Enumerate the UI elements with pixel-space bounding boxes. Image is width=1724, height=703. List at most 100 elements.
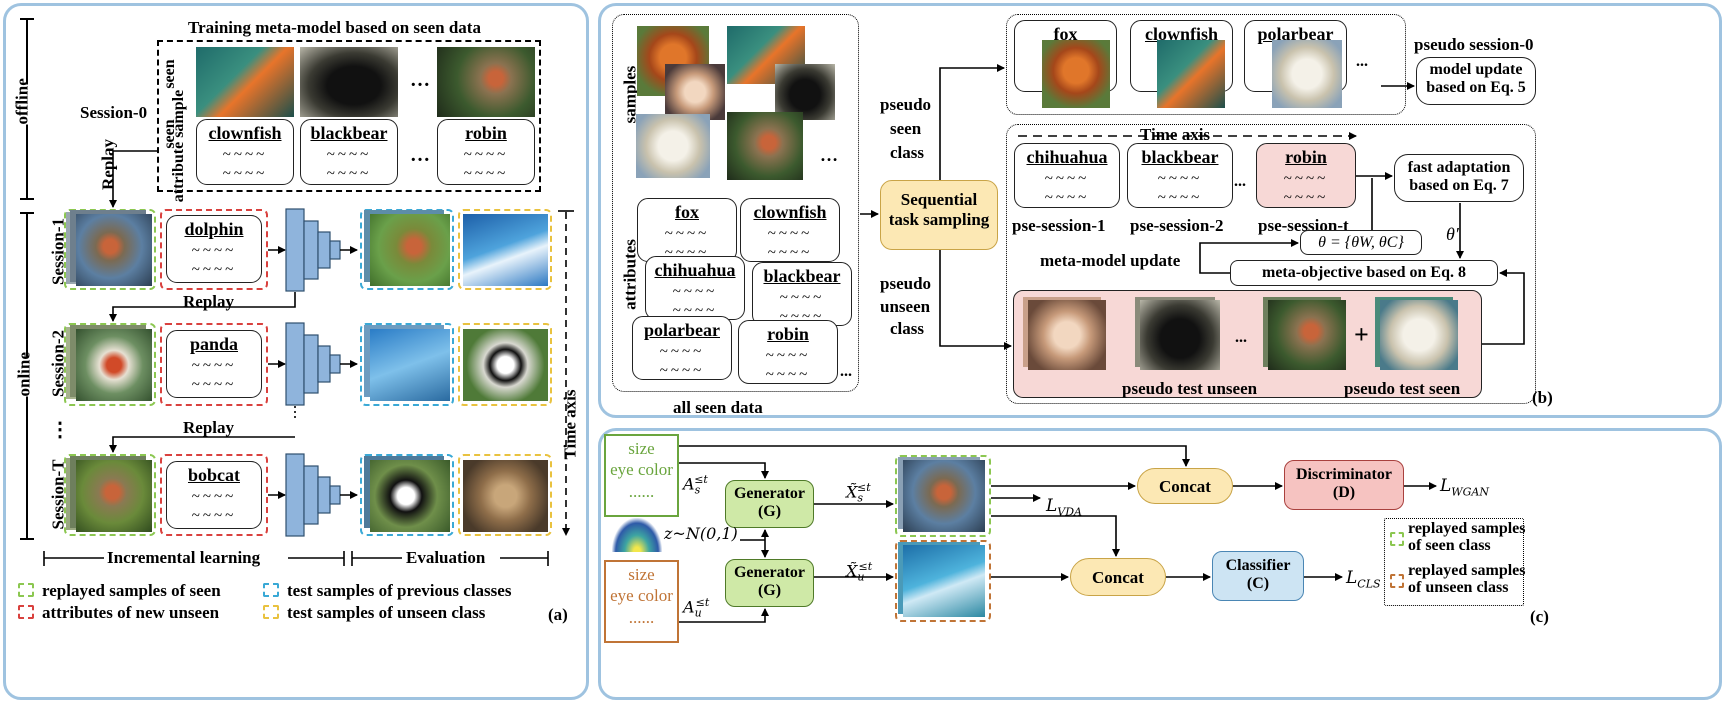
attributes-label: attributes bbox=[620, 239, 640, 310]
clownfish-image bbox=[196, 47, 294, 117]
attr-card-robin: robin ~~~~~~~~ bbox=[738, 320, 838, 384]
robin-image bbox=[437, 47, 535, 117]
legend-red-swatch bbox=[18, 605, 34, 619]
legend-c-region bbox=[1384, 518, 1524, 606]
theta-text: θ = {θW, θC} bbox=[1318, 234, 1404, 251]
attr-card-polarbear: polarbear ~~~~~~~~ bbox=[632, 316, 732, 380]
pse-card-robin: robin ~~~~~~~~ bbox=[1256, 143, 1356, 208]
chihuahua-image bbox=[665, 64, 725, 120]
pseudo-unseen-class-1: pseudo bbox=[880, 274, 932, 293]
classifier-box: Classifier (C) bbox=[1212, 551, 1304, 601]
robin-image bbox=[727, 112, 803, 180]
pseudo-seen-class-3: class bbox=[890, 143, 924, 162]
seen-attr-box: size eye color ...... bbox=[604, 434, 679, 517]
fox-image bbox=[1042, 40, 1110, 108]
seen-label-2: seen bbox=[161, 119, 178, 149]
l-cls-label: LCLS bbox=[1346, 568, 1381, 591]
legend-blue-swatch bbox=[263, 583, 279, 597]
replay-label-1: Replay bbox=[183, 292, 234, 311]
legend-blue-text: test samples of previous classes bbox=[287, 581, 512, 600]
new-unseen-attr-box bbox=[160, 323, 268, 406]
theta-prime-label: θ′ bbox=[1446, 224, 1459, 244]
model-update-box: model update based on Eq. 5 bbox=[1416, 57, 1536, 105]
legend-c-green-swatch bbox=[1390, 532, 1404, 546]
pseudo-seen-class-1: pseudo bbox=[880, 95, 932, 114]
evaluation-label: Evaluation bbox=[406, 548, 486, 567]
ellipsis: ... bbox=[1235, 329, 1247, 346]
new-unseen-attr-box bbox=[160, 454, 268, 536]
test-previous-box bbox=[360, 454, 454, 536]
legend-yellow-swatch bbox=[263, 605, 279, 619]
bracket-tick bbox=[20, 198, 34, 200]
pseudo-unseen-class-2: unseen bbox=[880, 297, 931, 316]
plus-sign: + bbox=[1354, 320, 1369, 349]
replay-label-0: Replay bbox=[98, 139, 118, 190]
time-axis-b: Time axis bbox=[1140, 125, 1211, 144]
blackbear-image bbox=[1140, 300, 1220, 370]
panel-c-tag: (c) bbox=[1530, 607, 1549, 626]
training-title: Training meta-model based on seen data bbox=[188, 18, 481, 37]
test-unseen-box bbox=[458, 209, 552, 290]
l-vda-label: LVDA bbox=[1046, 496, 1083, 519]
pse-card-chihuahua: chihuahua ~~~~~~~~ bbox=[1014, 143, 1120, 208]
pse-card-blackbear: blackbear ~~~~~~~~ bbox=[1127, 143, 1233, 208]
robin-stack-image bbox=[76, 460, 152, 532]
meta-model-update-label: meta-model update bbox=[1040, 251, 1181, 270]
generated-robin-image bbox=[903, 460, 985, 532]
attr-card-bobcat: bobcat ~~~~~~~~ bbox=[166, 461, 262, 529]
pseudo-seen-class-2: seen bbox=[890, 119, 922, 138]
test-panda-stack-image bbox=[370, 460, 450, 532]
noise-label: z~N(0,1) bbox=[664, 524, 738, 543]
polarbear-image bbox=[1272, 40, 1342, 108]
clownfish-image bbox=[1157, 40, 1225, 108]
generator-top: Generator (G) bbox=[725, 480, 814, 528]
a-s-label: As≤t bbox=[683, 473, 708, 497]
legend-c-green-text: replayed samples of seen class bbox=[1408, 520, 1526, 554]
attr-card-blackbear: blackbear ~~~~~~~~ bbox=[752, 262, 852, 326]
replayed-seen-box bbox=[64, 323, 156, 406]
ellipsis: ... bbox=[840, 363, 852, 380]
test-bobcat-image bbox=[463, 460, 548, 532]
x-u-label: X̃u≤t bbox=[846, 560, 873, 584]
bracket-tick bbox=[20, 212, 34, 214]
chihuahua-image bbox=[1028, 300, 1106, 370]
session0-region bbox=[157, 40, 541, 192]
blackbear-image bbox=[775, 64, 835, 120]
attr-card-clownfish: clownfish ~~~~~~~~ bbox=[740, 198, 840, 262]
meta-objective-box: meta-objective based on Eq. 8 bbox=[1230, 260, 1498, 286]
generator-bottom: Generator (G) bbox=[725, 559, 814, 607]
ellipsis: ... bbox=[1234, 173, 1246, 190]
x-s-label: X̃s≤t bbox=[846, 481, 871, 505]
replayed-unseen-generated-box bbox=[895, 540, 991, 622]
discriminator-box: Discriminator (D) bbox=[1284, 460, 1404, 510]
incremental-learning-label: Incremental learning bbox=[107, 548, 261, 567]
bracket-tick bbox=[20, 538, 34, 540]
attr-card-panda: panda ~~~~~~~~ bbox=[166, 330, 262, 398]
seen-card-blackbear: blackbear ~~~~~~~~ bbox=[300, 119, 398, 185]
legend-red-text: attributes of new unseen bbox=[42, 603, 220, 622]
attr-card-chihuahua: chihuahua ~~~~~~~~ bbox=[645, 256, 745, 320]
legend-green-swatch bbox=[18, 583, 34, 597]
bracket-tick bbox=[20, 18, 34, 20]
pseudo-test-unseen-label: pseudo test unseen bbox=[1122, 379, 1258, 398]
offline-label: offline bbox=[12, 78, 32, 125]
seen-card-clownfish: clownfish ~~~~~~~~ bbox=[196, 119, 294, 185]
session0-label: Session-0 bbox=[80, 103, 148, 122]
polarbear-image bbox=[1380, 300, 1458, 370]
pse-session-t-label: pse-session-t bbox=[1258, 216, 1349, 235]
replayed-seen-box bbox=[64, 454, 156, 536]
all-seen-data-region bbox=[612, 14, 859, 392]
panel-b-tag: (b) bbox=[1532, 388, 1553, 407]
sequential-task-sampling: Sequential task sampling bbox=[880, 180, 998, 250]
polarbear-image bbox=[636, 114, 710, 178]
time-axis-label: Time axis bbox=[561, 374, 580, 475]
robin-image bbox=[1268, 300, 1346, 370]
replayed-seen-box bbox=[64, 209, 156, 290]
seen-card-robin: robin ~~~~~~~~ bbox=[437, 119, 535, 185]
concat-bottom: Concat bbox=[1070, 558, 1166, 596]
legend-green-text: replayed samples of seen bbox=[42, 581, 221, 600]
pse-session-2-label: pse-session-2 bbox=[1130, 216, 1224, 235]
ellipsis: … bbox=[410, 69, 430, 91]
ellipsis: … bbox=[820, 145, 838, 165]
pseudo-session0-label: pseudo session-0 bbox=[1414, 35, 1534, 54]
